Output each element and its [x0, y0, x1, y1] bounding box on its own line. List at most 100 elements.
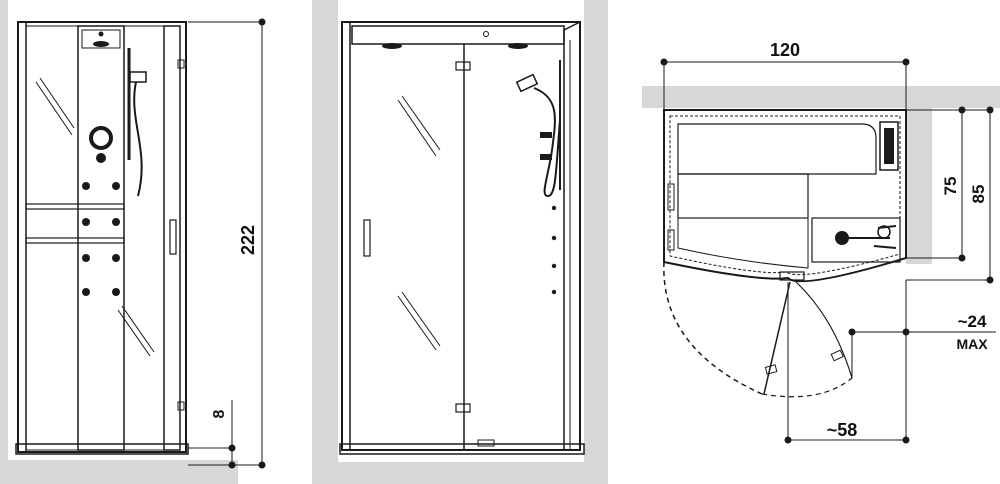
hinge — [455, 61, 471, 71]
tray-outline — [663, 109, 907, 283]
hinge — [177, 59, 185, 69]
jet-nozzle — [112, 218, 120, 226]
door-handle — [764, 364, 778, 375]
depth-75-label: 75 — [941, 177, 960, 196]
door-handle — [363, 219, 371, 257]
mixer-valve — [540, 132, 552, 138]
column-top-light — [98, 31, 104, 37]
glass-reflection — [401, 291, 441, 347]
wall-band-right — [906, 86, 932, 264]
jet-nozzle — [82, 182, 90, 190]
tray-inner-dashed — [669, 115, 901, 276]
door-handle — [169, 219, 177, 255]
door-pivot — [477, 439, 495, 447]
side-profile — [667, 229, 675, 251]
shower-hose — [133, 81, 143, 197]
jet-nozzle — [551, 263, 557, 269]
glass-reflection — [117, 309, 151, 357]
glass-reflection — [35, 81, 73, 136]
front-view: 222 8 — [0, 0, 266, 484]
glass-reflection — [121, 305, 155, 353]
depth-85-label: 85 — [969, 185, 988, 204]
glass-reflection — [401, 95, 441, 151]
jet-nozzle — [551, 205, 557, 211]
column-top-panel — [81, 29, 121, 49]
jet-nozzle — [112, 288, 120, 296]
width-label: 120 — [770, 40, 800, 60]
wall-band-top — [642, 86, 1000, 108]
hand-shower-head — [129, 71, 147, 83]
dim-dot — [258, 18, 266, 26]
dim-dot — [784, 436, 792, 444]
door-swing-arc-2 — [761, 377, 853, 398]
seat-area — [677, 123, 877, 175]
shelf-box-inner — [884, 128, 894, 164]
floor-band — [8, 460, 238, 484]
base-height-label: 8 — [211, 409, 228, 418]
mixer-tap-ring — [877, 225, 891, 239]
hinge — [177, 401, 185, 411]
background-band — [584, 0, 608, 484]
shelf — [25, 237, 125, 244]
dim-dot — [902, 328, 910, 336]
jet-nozzle — [112, 254, 120, 262]
mixer-valve — [540, 154, 552, 160]
dim-dot — [902, 58, 910, 66]
door-clearance-label: ~24 — [958, 312, 987, 331]
roof-light — [382, 43, 402, 49]
shower-hose — [533, 87, 561, 198]
shower-tray — [339, 443, 585, 455]
jet-nozzle — [82, 288, 90, 296]
height-label: 222 — [238, 225, 258, 255]
door-leaf-open — [763, 281, 791, 395]
side-profile — [667, 183, 675, 211]
dim-dot — [258, 461, 266, 469]
door-swing-label: ~58 — [827, 420, 858, 440]
jet-nozzle — [112, 182, 120, 190]
roof-detail — [483, 31, 489, 37]
dim-dot — [660, 58, 668, 66]
jet-nozzle — [82, 218, 90, 226]
dim-dot — [228, 461, 236, 469]
shower-tray — [15, 443, 189, 455]
background-band — [312, 0, 338, 484]
door-leaf-swing — [795, 281, 853, 379]
background-band-left — [0, 0, 8, 484]
dim-dot — [958, 254, 966, 262]
side-view — [312, 0, 608, 484]
door-swing-arc — [663, 261, 763, 395]
corner-profile — [563, 21, 581, 31]
column-base — [811, 217, 901, 263]
hinge — [455, 403, 471, 413]
shelf — [25, 203, 125, 210]
door-handle — [830, 349, 844, 362]
glass-reflection — [397, 295, 437, 351]
rain-shower-head — [93, 41, 109, 47]
cabin-frame — [341, 21, 581, 451]
glass-reflection — [397, 99, 437, 157]
glass-reflection — [39, 77, 75, 129]
dim-dot — [958, 106, 966, 114]
dim-dot — [228, 444, 236, 452]
bench — [677, 173, 809, 219]
roof-panel — [351, 25, 565, 45]
floor-area — [677, 217, 809, 269]
dim-dot — [986, 276, 994, 284]
control-knob-small — [96, 153, 106, 163]
jet-nozzle — [82, 254, 90, 262]
hand-shower-head — [515, 73, 539, 93]
dim-dot — [902, 436, 910, 444]
jet-nozzle — [551, 235, 557, 241]
control-knob-large — [89, 126, 113, 150]
roof-light — [508, 43, 528, 49]
floor-band — [312, 462, 608, 484]
shelf-box — [879, 121, 899, 171]
cabin-frame — [17, 21, 187, 453]
door-pivot — [779, 271, 805, 281]
plan-view: 120 75 85 — [642, 40, 1000, 444]
dim-dot — [848, 328, 856, 336]
door-profile — [163, 25, 181, 451]
door-clearance-note: MAX — [956, 336, 988, 352]
dim-dot — [986, 106, 994, 114]
